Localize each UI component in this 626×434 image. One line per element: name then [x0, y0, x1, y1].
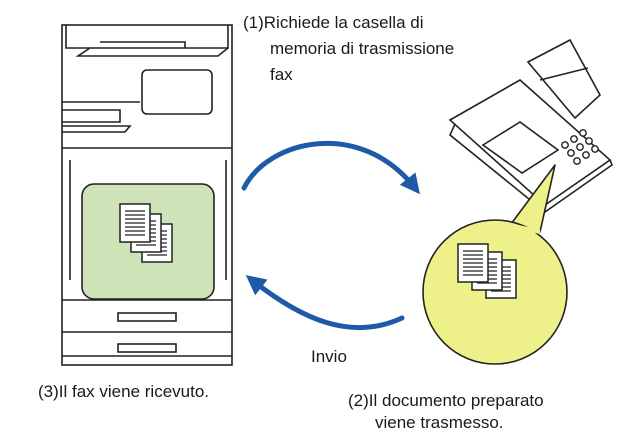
step2-line-1: Il documento preparato [368, 391, 544, 410]
request-arrow [241, 140, 420, 195]
step1-label: (1)Richiede la casella di [243, 12, 423, 34]
step1-line-3: fax [270, 65, 293, 84]
step1-line-1: Richiede la casella di [263, 13, 424, 32]
step2-number: (2) [348, 391, 369, 410]
step1-number: (1) [243, 13, 264, 32]
step3-label: (3)Il fax viene ricevuto. [38, 381, 209, 403]
send-arrow [245, 275, 405, 331]
fax-machine-icon [448, 38, 613, 214]
step2-label: (2)Il documento preparato [348, 390, 544, 412]
step1-line-2: memoria di trasmissione [270, 39, 455, 58]
send-label: Invio [311, 347, 347, 366]
step2-line-2: viene trasmesso. [375, 413, 504, 432]
step3-text: Il fax viene ricevuto. [58, 382, 210, 401]
step3-number: (3) [38, 382, 59, 401]
